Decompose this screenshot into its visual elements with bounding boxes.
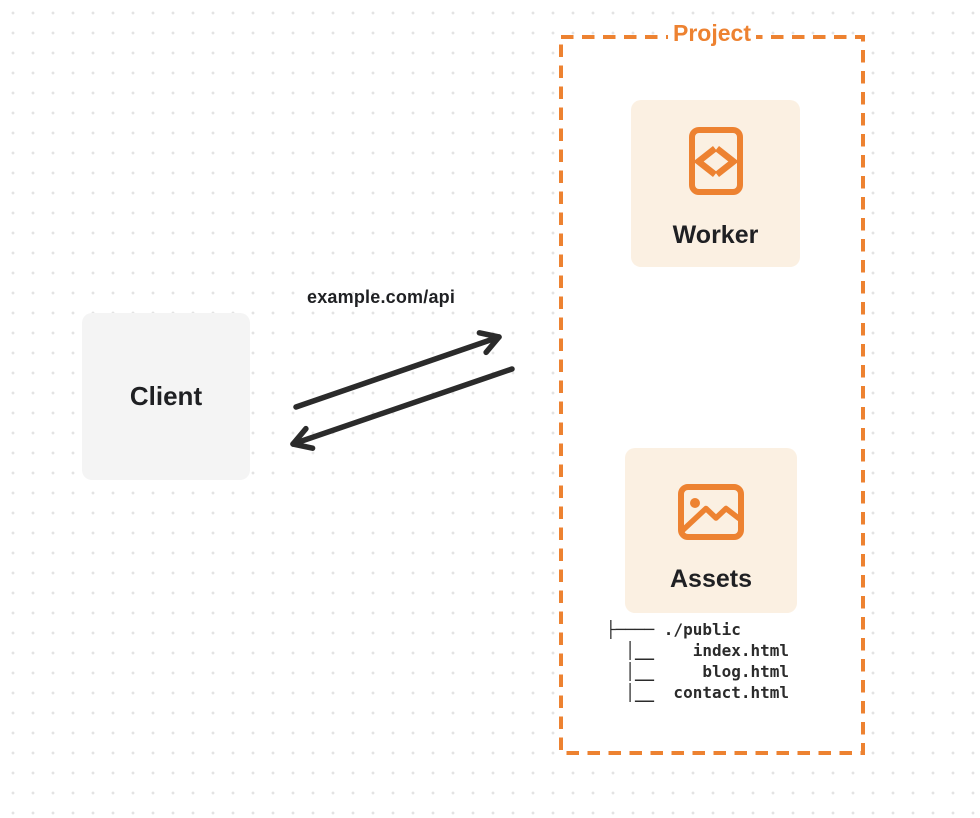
assets-node: Assets	[625, 448, 797, 613]
response-arrow	[290, 366, 515, 451]
request-arrow	[293, 330, 502, 410]
assets-label: Assets	[670, 565, 752, 593]
request-url-label: example.com/api	[307, 287, 456, 307]
file-tree: ├──── ./public │__ index.html │__ blog.h…	[606, 620, 790, 702]
client-label: Client	[129, 381, 203, 411]
worker-node: Worker	[631, 100, 800, 267]
project-label: Project	[668, 20, 756, 47]
worker-label: Worker	[672, 221, 759, 249]
image-icon	[678, 484, 744, 540]
client-node: Client	[82, 313, 250, 480]
project-boundary: Project Worker Assets ├──── ./public │__…	[559, 20, 865, 755]
code-file-icon	[688, 127, 743, 195]
